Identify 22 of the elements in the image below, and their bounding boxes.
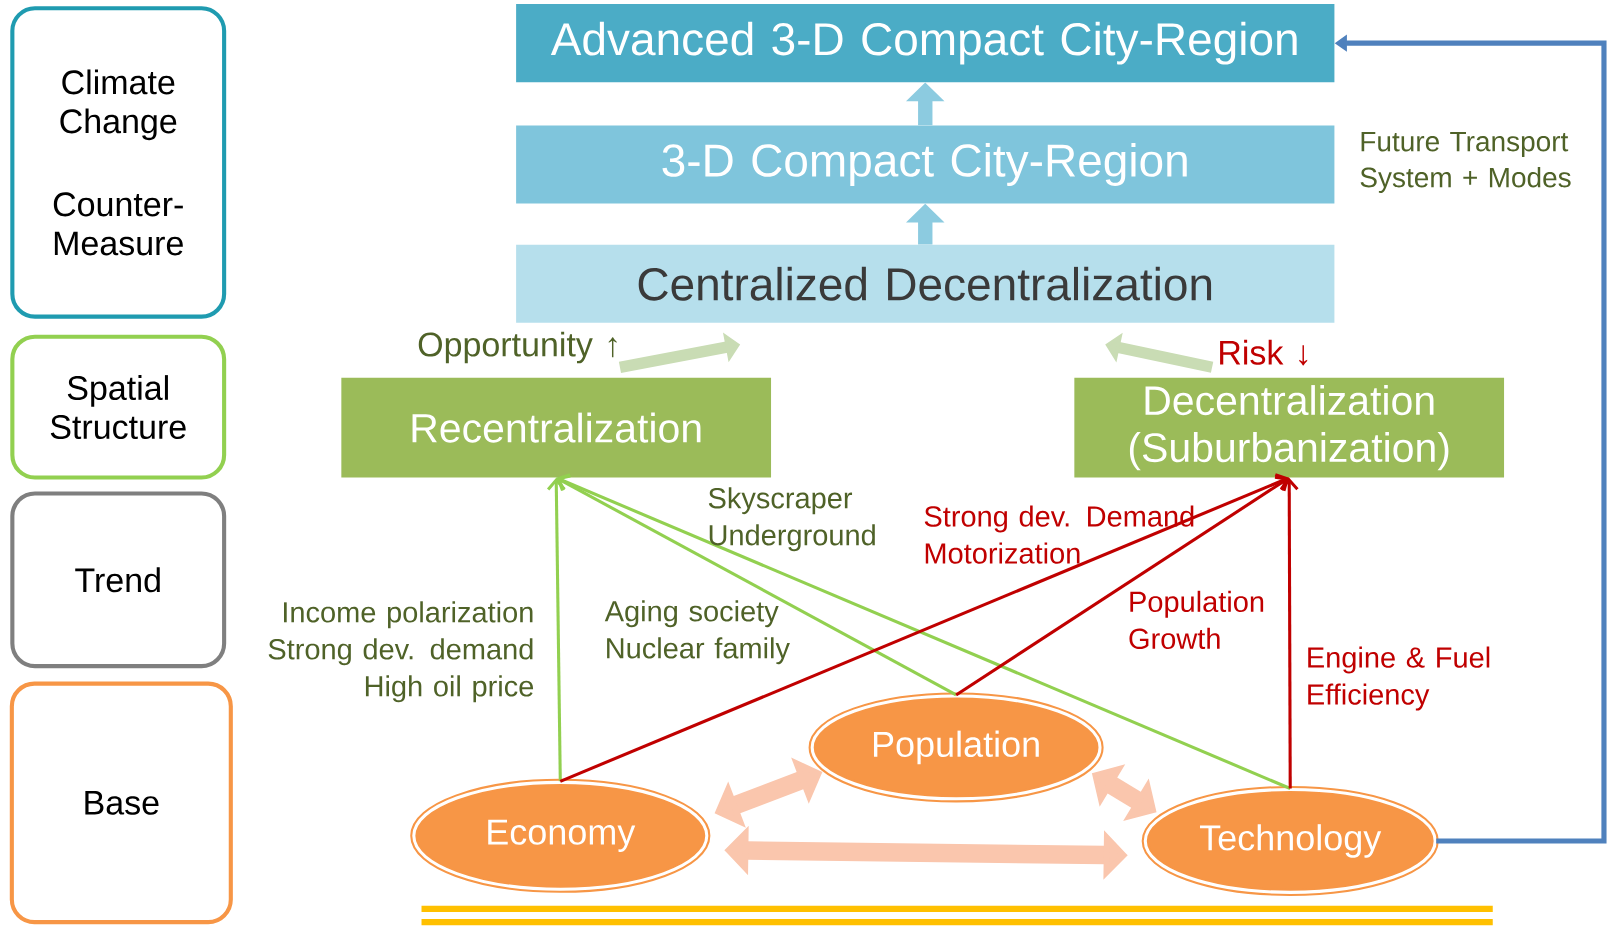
stage-box: 3-D Compact City-Region <box>516 125 1335 204</box>
category-box: Spatial Structure <box>10 334 227 480</box>
arrow <box>955 475 1290 697</box>
text-label: Opportunity ↑ <box>418 331 617 364</box>
text-label: Strong dev. Demand Motorization <box>924 505 1194 564</box>
text-label: Skyscraper Underground <box>708 487 875 552</box>
text-label: Population Growth <box>1129 590 1264 649</box>
category-box: Base <box>9 681 233 925</box>
text-label: Income polarization Strong dev. demand High oil price <box>268 601 534 703</box>
trend-box: Recentralization <box>341 377 772 478</box>
category-box: Trend <box>10 491 227 669</box>
category-box: Climate Change Counter-Measure <box>10 6 227 319</box>
text-label: Risk ↓ <box>1220 339 1308 366</box>
arrow <box>1279 477 1299 789</box>
text-label: Aging society Nuclear family <box>604 600 790 665</box>
stage-box: Centralized Decentralization <box>516 244 1335 323</box>
arrow <box>547 477 566 782</box>
text-label: Engine & Fuel Efficiency <box>1308 646 1490 711</box>
stage-box: Advanced 3-D Compact City-Region <box>516 4 1335 83</box>
text-label: Future Transport System + Modes <box>1360 131 1571 193</box>
trend-box: Decentralization (Suburbanization) <box>1074 377 1505 478</box>
arrow <box>556 474 957 697</box>
